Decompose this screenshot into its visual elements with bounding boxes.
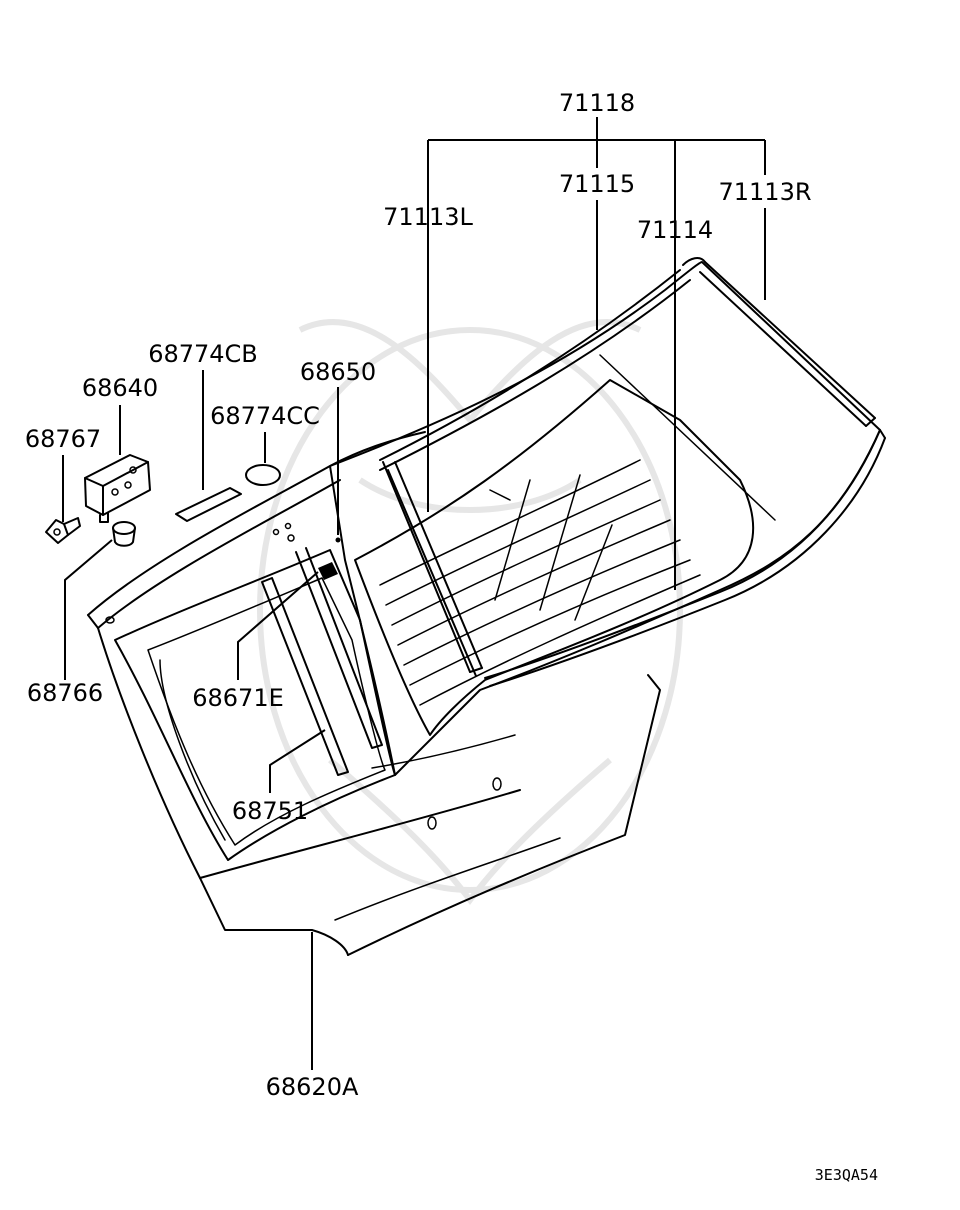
grommet-68766 xyxy=(112,521,136,547)
label-68671E: 68671E xyxy=(192,684,284,712)
label-68767: 68767 xyxy=(25,425,101,453)
label-68774CB: 68774CB xyxy=(148,340,258,368)
label-71113R: 71113R xyxy=(718,178,811,206)
glass-moldings xyxy=(379,257,886,687)
label-68766: 68766 xyxy=(27,679,103,707)
rear-glass xyxy=(329,261,881,776)
label-68774CC: 68774CC xyxy=(210,402,320,430)
diagram-code: 3E3QA54 xyxy=(815,1166,878,1184)
label-68620A: 68620A xyxy=(266,1073,359,1101)
label-71113L: 71113L xyxy=(383,203,473,231)
stripe-tape xyxy=(261,547,383,776)
part-labels: 71118 71115 71113R 71113L 71114 68774CB … xyxy=(25,89,878,1184)
hinge-68640 xyxy=(84,454,151,523)
watermark-emblem xyxy=(257,319,683,905)
label-68751: 68751 xyxy=(232,797,308,825)
tailgate-panel xyxy=(87,431,661,956)
stickers xyxy=(175,464,281,522)
label-68640: 68640 xyxy=(82,374,158,402)
label-71115: 71115 xyxy=(559,170,635,198)
label-68650: 68650 xyxy=(300,358,376,386)
label-71114: 71114 xyxy=(637,216,713,244)
leader-lines xyxy=(62,117,766,1070)
bolt-68767 xyxy=(45,517,81,544)
label-71118: 71118 xyxy=(559,89,635,117)
clip-68671E xyxy=(272,522,341,580)
